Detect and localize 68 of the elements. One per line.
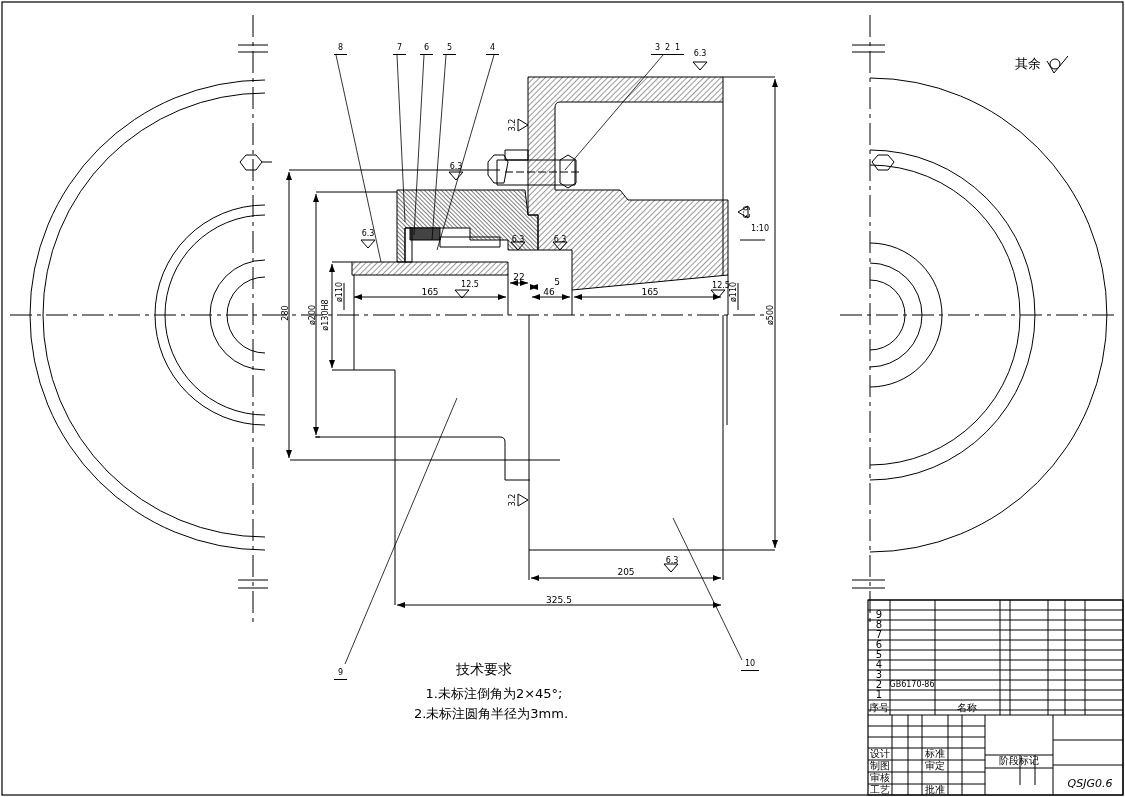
callout-number: 10 [741, 660, 760, 671]
roughness-value: 3.2 [509, 118, 517, 132]
leader-line [335, 54, 382, 263]
leader-line [436, 54, 495, 251]
table-text: 4 [875, 660, 883, 670]
callout-number: 2 [661, 44, 675, 55]
table-text: 标准 [925, 749, 945, 759]
table-text: 名称 [957, 703, 977, 713]
dimension-text: 46 [543, 287, 555, 297]
roughness-value: 12.5 [461, 281, 479, 289]
table-text: 6 [875, 640, 883, 650]
dimension-text: ø110 [730, 281, 738, 303]
callout-number: 1 [671, 44, 685, 55]
table-text: 设计 [870, 749, 890, 759]
table-text: 序号 [869, 703, 889, 713]
leader-line [413, 54, 425, 236]
table-text: 5 [875, 650, 883, 660]
callout-number: 7 [393, 44, 407, 55]
dimension-text: ø110 [336, 281, 344, 303]
dimension-text: 280 [282, 305, 290, 321]
callout-number: 9 [334, 669, 348, 680]
table-text: 审定 [925, 761, 945, 771]
heading: 技术要求 [456, 662, 512, 676]
callout-number: 8 [334, 44, 348, 55]
table-text: 2 [875, 680, 883, 690]
roughness-value: 6.3 [361, 230, 375, 238]
roughness-value: 6.3 [665, 557, 679, 565]
dimension-text: 1:10 [751, 225, 769, 233]
table-text: GB6170-86 [889, 681, 935, 689]
table-text: 9 [875, 610, 883, 620]
roughness-value: 6.3 [449, 163, 463, 171]
leader-line [672, 517, 743, 661]
note-text: 2.未标注圆角半径为3mm. [413, 706, 569, 720]
dimension-text: 325.5 [546, 595, 572, 605]
leader-line [396, 54, 406, 223]
leader-line [431, 54, 447, 241]
table-text: 工艺 [870, 785, 890, 795]
dimension-text: ø500 [767, 304, 775, 326]
dimension-text: 165 [421, 287, 439, 297]
table-text: 制图 [870, 761, 890, 771]
table-text: 7 [875, 630, 883, 640]
roughness-value: 12.5 [712, 282, 730, 290]
table-text: 1 [875, 690, 883, 700]
roughness-value: 6.3 [693, 50, 707, 58]
dimension-text: 165 [641, 287, 659, 297]
note-text: 其余 [1015, 56, 1041, 70]
dimension-text: 22 [513, 272, 525, 282]
table-text: 阶段标记 [999, 756, 1039, 766]
roughness-value: 6.3 [553, 236, 567, 244]
dimension-text: 5 [554, 277, 560, 287]
callout-number: 6 [420, 44, 434, 55]
dimension-text: ø130H8 [322, 299, 330, 331]
leader-line [344, 397, 458, 665]
roughness-value: 3.2 [509, 493, 517, 507]
drawing-number: QSJG0.6 [1067, 777, 1113, 789]
note-text: 1.未标注倒角为2×45°; [425, 686, 563, 700]
dimension-text: 205 [617, 567, 635, 577]
dimension-text: ø200 [309, 304, 317, 326]
callout-number: 5 [443, 44, 457, 55]
roughness-value: 6.3 [741, 205, 749, 219]
table-text: 审核 [870, 773, 890, 783]
callout-number: 3 [651, 44, 665, 55]
table-text: 3 [875, 670, 883, 680]
table-text: 批准 [925, 785, 945, 795]
leader-line [564, 54, 664, 171]
roughness-value: 6.3 [511, 236, 525, 244]
callout-number: 4 [486, 44, 500, 55]
table-text: 8 [875, 620, 883, 630]
